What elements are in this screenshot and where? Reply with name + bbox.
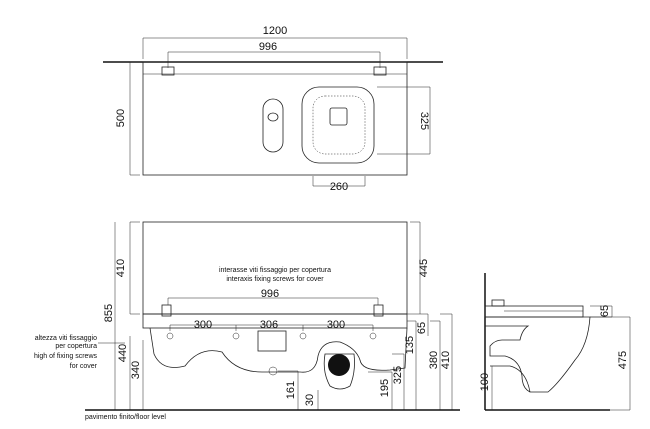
- top-view: 1200 996 500 325 260: [103, 25, 443, 193]
- dim-side-65: 65: [599, 305, 611, 317]
- basin-inner: [312, 95, 366, 155]
- note-italian: interasse viti fissaggio per copertura: [219, 267, 331, 274]
- basin-body-front: [149, 327, 408, 373]
- floor-label: pavimento finito/floor level: [85, 414, 166, 421]
- screw-2: [232, 332, 240, 340]
- dim-top-depth: 500: [115, 109, 127, 127]
- dim-325: 325: [392, 366, 404, 384]
- tap-housing: [257, 330, 287, 352]
- screw-4: [369, 332, 377, 340]
- basin-outer: [301, 86, 375, 164]
- front-view: interasse viti fissaggio per copertura i…: [34, 221, 460, 421]
- dim-65: 65: [416, 322, 428, 334]
- side-view: 100 65 475: [479, 273, 631, 411]
- side-countertop: [484, 305, 584, 318]
- dim-195: 195: [379, 379, 391, 397]
- countertop-outline: [142, 61, 408, 176]
- dim-306: 306: [260, 319, 278, 331]
- screw-note-en-2: for cover: [70, 363, 98, 370]
- dim-161: 161: [285, 381, 297, 399]
- dim-top-screws: 996: [259, 41, 277, 53]
- dim-380: 380: [428, 351, 440, 369]
- screw-3: [299, 332, 307, 340]
- drain-pipe: [328, 354, 350, 376]
- dim-410-right: 410: [440, 351, 452, 369]
- dim-440: 440: [117, 344, 129, 362]
- dim-cover-right: 445: [418, 259, 430, 277]
- screw-left: [161, 304, 172, 317]
- dim-300-right: 300: [327, 319, 345, 331]
- screw-right: [373, 304, 384, 317]
- side-basin-body: [485, 316, 591, 393]
- dim-135: 135: [404, 336, 416, 354]
- dim-total-height: 855: [103, 304, 115, 322]
- dim-basin-width: 260: [330, 181, 348, 193]
- waste-hole: [268, 366, 278, 376]
- screw-bracket-left: [161, 66, 175, 76]
- screw-note-en-1: high of fixing screws: [34, 353, 98, 360]
- screw-bracket-right: [373, 66, 387, 76]
- dim-340: 340: [130, 361, 142, 379]
- siphon: [323, 353, 355, 390]
- tap-hole: [267, 112, 279, 122]
- drain: [329, 107, 348, 126]
- dim-30: 30: [304, 394, 316, 406]
- dim-cover-height: 410: [115, 259, 127, 277]
- dim-side-100: 100: [479, 373, 491, 391]
- dim-basin-depth: 325: [418, 112, 430, 130]
- screw-1: [166, 332, 174, 340]
- note-english: interaxis fixing screws for cover: [226, 276, 324, 283]
- dim-side-475: 475: [617, 351, 629, 369]
- screw-note-it-2: per copertura: [55, 343, 97, 350]
- dim-top-width: 1200: [263, 25, 287, 37]
- screw-note-it-1: altezza viti fissaggio: [35, 335, 97, 342]
- side-screw: [491, 299, 505, 307]
- side-siphon: [490, 365, 531, 393]
- tap-slot: [262, 98, 284, 153]
- dim-front-screws: 996: [261, 288, 279, 300]
- dim-300-left: 300: [194, 319, 212, 331]
